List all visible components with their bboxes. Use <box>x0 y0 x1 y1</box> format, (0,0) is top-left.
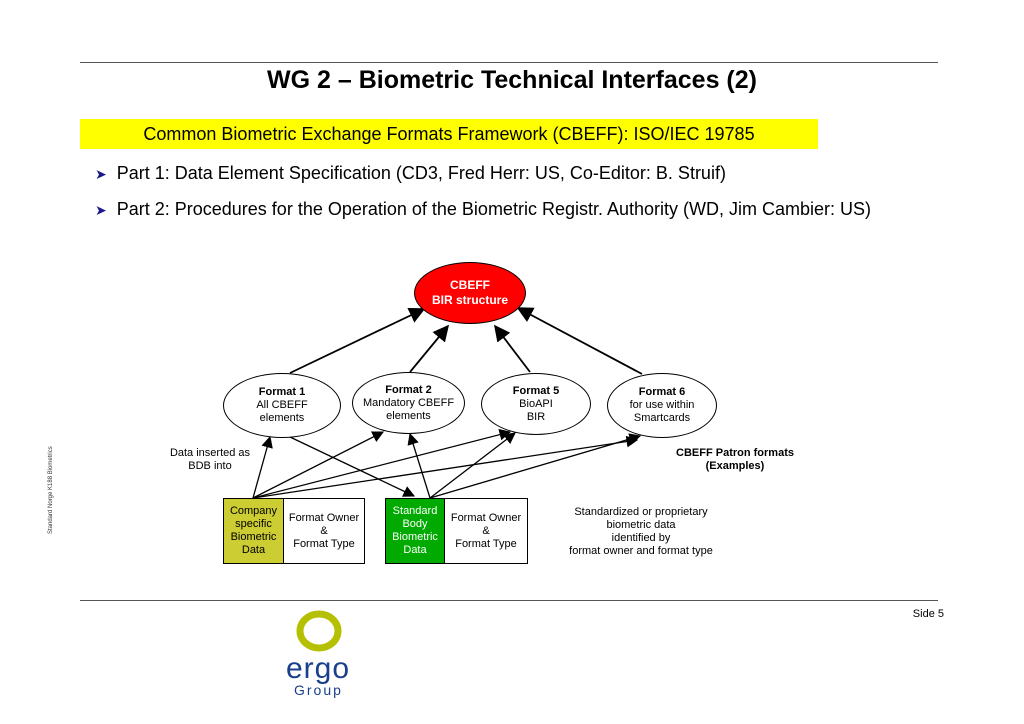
arrow-bullet-icon: ➤ <box>95 166 107 182</box>
box-line: specific <box>235 518 272 530</box>
node-title: Format 6 <box>638 386 686 398</box>
node-label: BIR structure <box>431 293 508 307</box>
standard-body-data-box: Standard Body Biometric Data <box>385 498 445 564</box>
page-number: Side 5 <box>912 608 944 620</box>
note-line: format owner and format type <box>569 545 713 557</box>
arrow-f1-root <box>289 307 426 374</box>
box-line: & <box>482 524 490 537</box>
arrow-f5-root <box>494 324 531 373</box>
node-label: BIR <box>526 410 546 423</box>
node-label: elements <box>259 412 305 424</box>
box-line: Format Type <box>293 537 355 550</box>
format6-node: Format 6 for use within Smartcards <box>607 373 717 438</box>
box-line: Format Owner <box>450 511 522 524</box>
node-label: Smartcards <box>633 412 691 424</box>
label-line: BDB into <box>188 460 232 472</box>
note-line: identified by <box>611 532 671 544</box>
slide-title: WG 2 – Biometric Technical Interfaces (2… <box>267 66 757 94</box>
node-label: for use within <box>629 399 695 411</box>
logo-group: Group <box>294 682 343 698</box>
data-inserted-label: Data inserted as BDB into <box>150 447 270 473</box>
format1-node: Format 1 All CBEFF elements <box>223 373 341 438</box>
top-rule <box>80 62 938 63</box>
box-line: Format Owner <box>288 511 360 524</box>
box-line: Standard <box>392 505 438 517</box>
logo-wordmark: ergo <box>286 652 351 685</box>
ergo-ring-icon <box>296 610 342 652</box>
bullet-text: Part 1: Data Element Specification (CD3,… <box>116 163 726 183</box>
node-title: Format 1 <box>258 386 306 398</box>
standardized-note: Standardized or proprietary biometric da… <box>556 506 726 558</box>
bullet-part2: ➤ Part 2: Procedures for the Operation of… <box>95 199 871 220</box>
arrow-company-f2 <box>252 431 385 499</box>
standard-format-owner-box: Format Owner & Format Type <box>444 498 528 564</box>
arrow-f2-root <box>409 324 450 373</box>
box-line: Biometric <box>230 531 277 543</box>
box-line: Data <box>403 544 427 556</box>
cbeff-highlight: Common Biometric Exchange Formats Framew… <box>80 119 818 149</box>
node-label: Mandatory CBEFF <box>362 396 455 409</box>
box-line: & <box>320 524 328 537</box>
note-line: biometric data <box>606 519 676 531</box>
arrow-f6-root <box>516 307 643 375</box>
node-label: BioAPI <box>519 397 553 410</box>
arrow-company-f5 <box>252 428 512 499</box>
company-biometric-data-box: Company specific Biometric Data <box>223 498 284 564</box>
label-line: (Examples) <box>705 460 765 472</box>
bullet-part1: ➤ Part 1: Data Element Specification (CD3… <box>95 163 726 184</box>
node-title: Format 5 <box>512 384 560 397</box>
format2-node: Format 2 Mandatory CBEFF elements <box>352 372 465 434</box>
box-line: Biometric <box>392 531 438 543</box>
format5-node: Format 5 BioAPI BIR <box>481 373 591 435</box>
company-format-owner-box: Format Owner & Format Type <box>283 498 365 564</box>
arrow-f1-standard <box>289 436 416 497</box>
node-label: All CBEFF <box>256 399 308 411</box>
arrow-company-f6 <box>252 435 639 499</box>
cbeff-bir-node: CBEFF BIR structure <box>414 262 526 324</box>
patron-formats-label: CBEFF Patron formats (Examples) <box>660 447 810 473</box>
bullet-text: Part 2: Procedures for the Operation of … <box>116 199 872 219</box>
note-line: Standardized or proprietary <box>574 506 708 518</box>
node-title: Format 2 <box>385 383 432 396</box>
arrow-bullet-icon: ➤ <box>95 202 107 218</box>
box-line: Company <box>229 505 278 517</box>
arrow-standard-f6 <box>429 433 642 499</box>
arrow-standard-f5 <box>429 432 516 499</box>
bottom-rule <box>80 600 938 601</box>
label-line: CBEFF Patron formats <box>676 447 794 459</box>
box-line: Body <box>402 518 428 530</box>
arrow-standard-f2 <box>407 432 431 499</box>
node-label: CBEFF <box>450 278 490 292</box>
box-line: Format Type <box>455 537 517 550</box>
label-line: Data inserted as <box>169 447 251 459</box>
node-label: elements <box>386 409 431 422</box>
arrow-company-f1 <box>252 435 273 499</box>
box-line: Data <box>241 544 266 556</box>
